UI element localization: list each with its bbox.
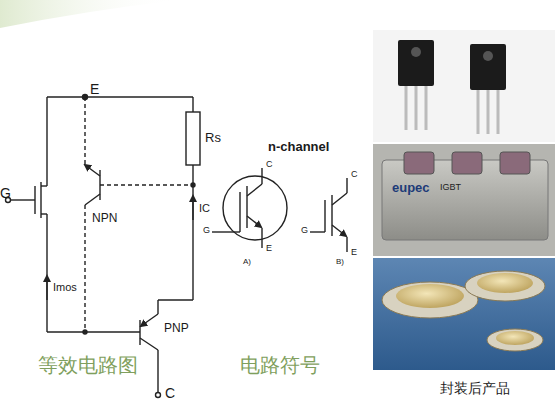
- terminal-label: E: [90, 82, 99, 96]
- terminal-label: E: [266, 244, 272, 253]
- terminal-label: E: [351, 248, 357, 257]
- caption-text: 电路符号: [240, 355, 320, 375]
- product-label: IGBT: [440, 183, 461, 192]
- terminal-label: C: [165, 386, 175, 400]
- igbt-symbol-a: [212, 168, 287, 248]
- figure-label: B): [336, 258, 344, 266]
- decor-band: [0, 0, 180, 28]
- equivalent-circuit: [6, 95, 201, 398]
- channel-label: n-channel: [268, 140, 329, 153]
- resistor-label: Rs: [205, 131, 221, 144]
- caption-text: 封装后产品: [440, 381, 510, 395]
- current-label: IC: [199, 203, 210, 214]
- figure-label: A): [243, 258, 251, 266]
- brand-label: eupec: [392, 181, 430, 194]
- current-label: Imos: [53, 282, 77, 293]
- terminal-label: G: [203, 226, 210, 235]
- terminal-label: C: [266, 160, 273, 169]
- product-photos: [373, 30, 555, 370]
- igbt-symbol-b: [310, 178, 347, 252]
- transistor-label: NPN: [92, 212, 117, 224]
- terminal-label: C: [351, 170, 358, 179]
- terminal-label: G: [301, 226, 308, 235]
- caption-text: 等效电路图: [38, 355, 138, 375]
- transistor-label: PNP: [164, 322, 189, 334]
- terminal-label: G: [0, 186, 11, 200]
